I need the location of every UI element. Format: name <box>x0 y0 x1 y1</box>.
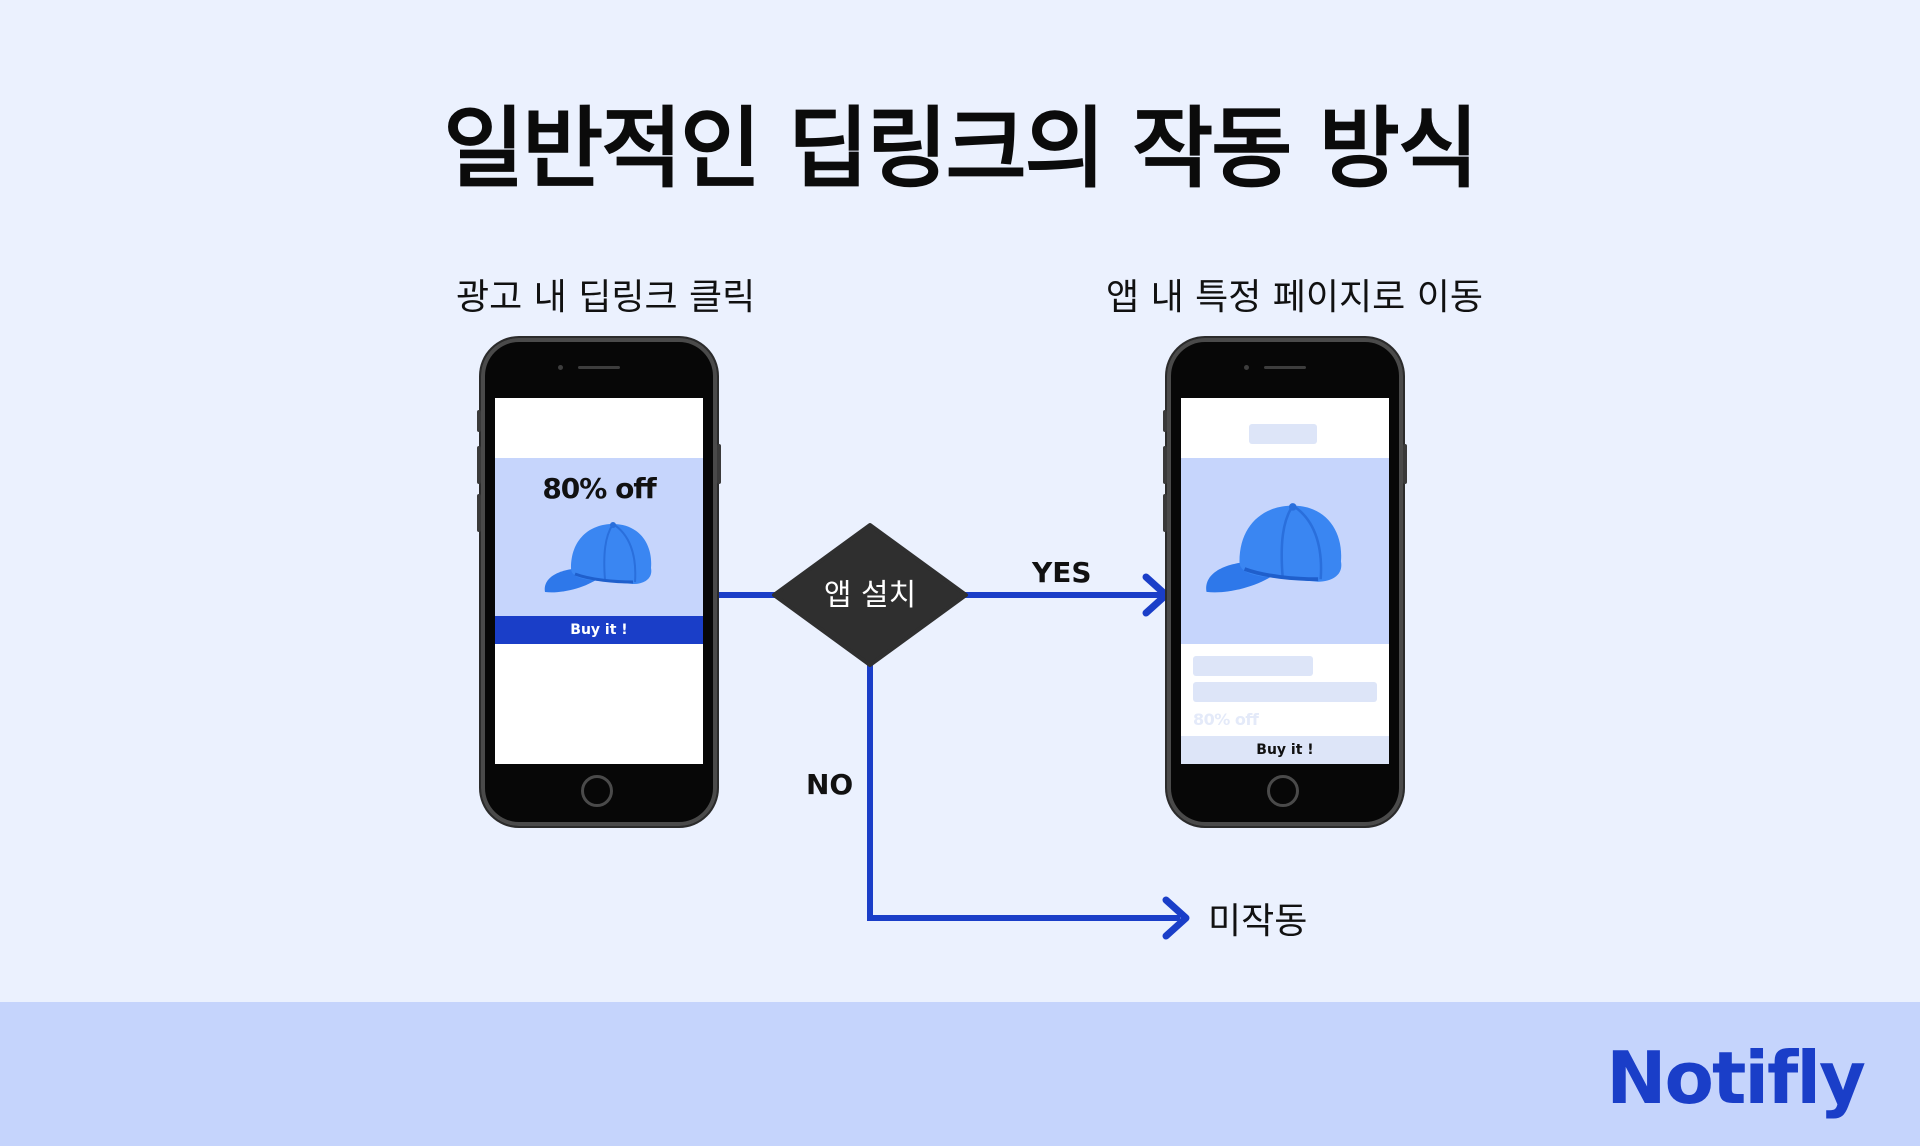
phone-camera <box>1244 365 1249 370</box>
brand-logo: Notifly <box>1606 1036 1866 1120</box>
phone-volume-down-button <box>477 494 481 532</box>
cap-icon <box>544 522 652 593</box>
fail-result-label: 미작동 <box>1208 901 1308 942</box>
start-step-label: 광고 내 딥링크 클릭 <box>456 277 756 318</box>
decision-diamond <box>772 523 968 667</box>
ad-banner[interactable]: 80% off <box>495 458 703 616</box>
phone-power-button <box>717 444 721 484</box>
app-phone: 80% off Buy it ! <box>1163 338 1407 826</box>
decision-label: 앱 설치 <box>823 578 917 613</box>
product-discount-text: 80% off <box>1193 710 1259 729</box>
product-image-panel <box>1181 458 1389 644</box>
phone-speaker <box>1264 366 1306 369</box>
app-phone-screen: 80% off Buy it ! <box>1181 398 1389 764</box>
page-title: 일반적인 딥링크의 작동 방식 <box>443 97 1478 200</box>
phone-mute-button <box>1163 410 1167 432</box>
phone-camera <box>558 365 563 370</box>
footer-band: Notifly <box>0 1002 1920 1146</box>
phone-volume-down-button <box>1163 494 1167 532</box>
header-placeholder <box>1249 424 1317 444</box>
arrowhead-no <box>1162 896 1190 940</box>
yes-branch-label: YES <box>1032 556 1092 589</box>
success-step-label: 앱 내 특정 페이지로 이동 <box>1106 277 1483 318</box>
product-buy-button[interactable]: Buy it ! <box>1181 736 1389 764</box>
phone-volume-up-button <box>1163 446 1167 484</box>
phone-home-button <box>581 775 613 807</box>
phone-mute-button <box>477 410 481 432</box>
product-name-placeholder <box>1193 656 1313 676</box>
arrowhead-yes <box>1142 573 1170 617</box>
phone-volume-up-button <box>477 446 481 484</box>
ad-phone: 80% off Buy it ! <box>477 338 721 826</box>
ad-discount-text: 80% off <box>542 472 656 505</box>
cap-icon <box>1206 503 1342 593</box>
phone-speaker <box>578 366 620 369</box>
ad-phone-screen: 80% off Buy it ! <box>495 398 703 764</box>
phone-home-button <box>1267 775 1299 807</box>
no-branch-label: NO <box>806 768 854 801</box>
ad-buy-button[interactable]: Buy it ! <box>495 616 703 644</box>
product-desc-placeholder <box>1193 682 1377 702</box>
connector-no <box>867 660 1180 921</box>
phone-power-button <box>1403 444 1407 484</box>
